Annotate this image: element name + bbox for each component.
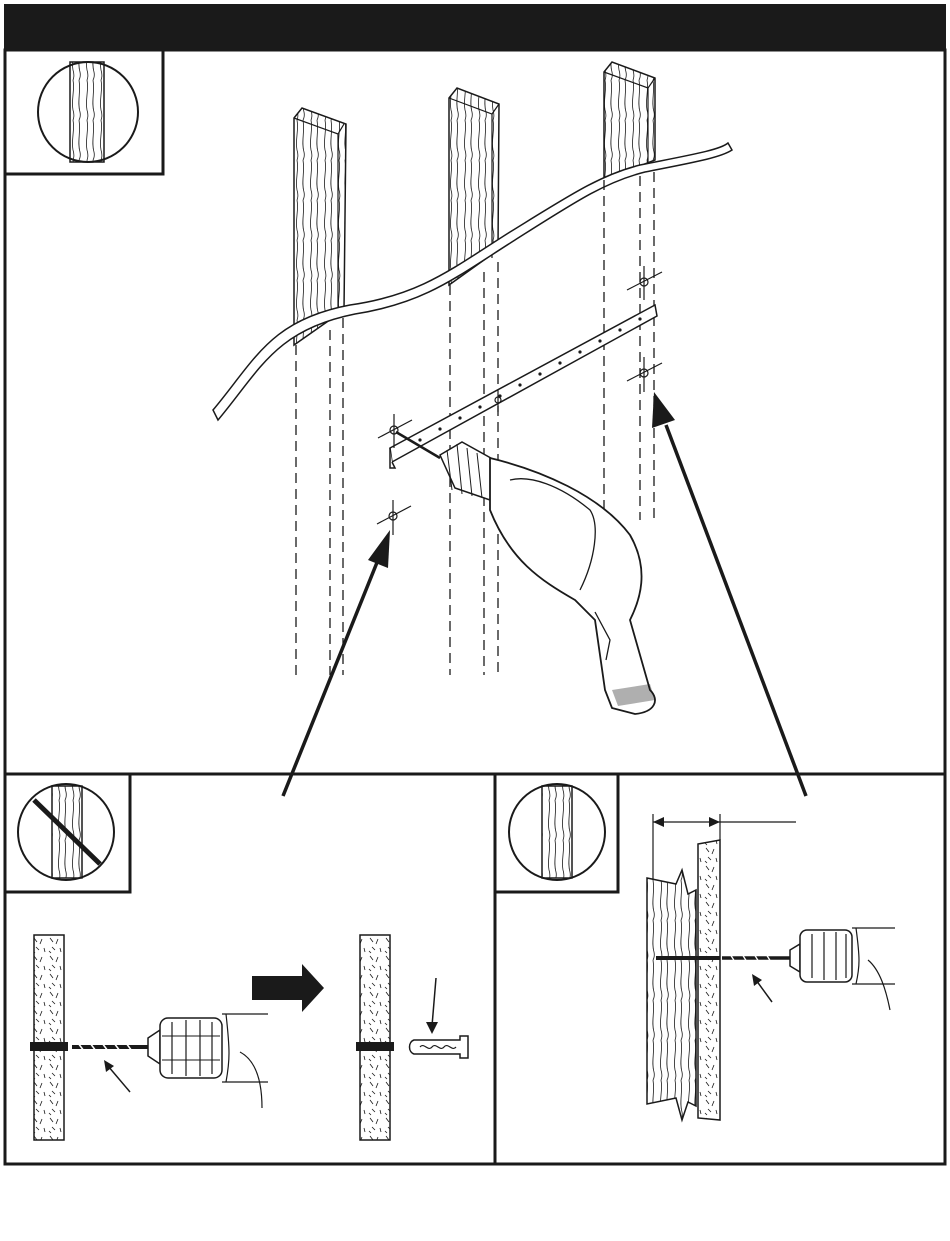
- wood-stud-icon: [495, 774, 618, 892]
- arrow-icon: [252, 964, 324, 1012]
- stud-right: [604, 62, 655, 180]
- drilled-hole: [30, 1042, 68, 1051]
- pointer-line: [756, 980, 772, 1002]
- wall-anchor-icon: [410, 1036, 469, 1058]
- pointer-line: [432, 978, 436, 1026]
- no-stud-icon: [5, 774, 130, 892]
- drywall-section: [34, 935, 64, 1140]
- power-drill-icon: [396, 432, 655, 714]
- power-drill-icon: [790, 928, 895, 1010]
- hole-mark: [377, 500, 411, 535]
- wood-stud-icon: [5, 50, 163, 174]
- power-drill-icon: [148, 1014, 268, 1108]
- hole-mark: [627, 266, 662, 300]
- arrow-icon: [283, 530, 390, 796]
- pointer-line: [108, 1066, 130, 1092]
- drill-bit-icon: [722, 954, 790, 962]
- hole-mark: [627, 357, 662, 392]
- main-panel: [5, 50, 806, 796]
- wood-stud-section: [647, 870, 696, 1120]
- depth-dimension: [653, 814, 796, 880]
- wall-bracket-icon: [390, 305, 657, 468]
- wood-studs: [294, 62, 655, 345]
- no-stud-panel: [5, 774, 468, 1140]
- drywall-section: [360, 935, 390, 1140]
- arrow-icon: [652, 392, 806, 796]
- drill-bit-icon: [72, 1043, 148, 1051]
- drywall-section: [698, 840, 720, 1120]
- drilled-hole: [356, 1042, 394, 1051]
- header-bar: [4, 4, 946, 51]
- stud-panel: [495, 774, 895, 1120]
